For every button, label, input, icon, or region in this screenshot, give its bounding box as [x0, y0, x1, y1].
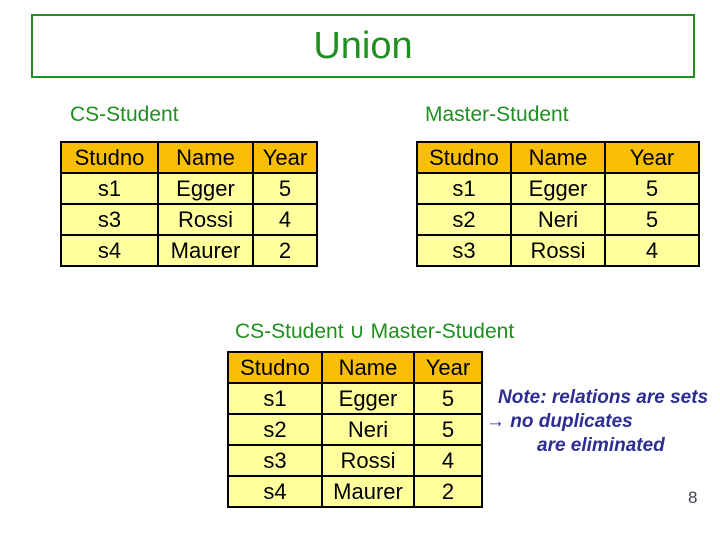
column-header-name: Name	[510, 141, 606, 174]
union-result-table: Studno Name Year s1 Egger 5 s2 Neri 5 s3…	[227, 351, 483, 508]
table-cell: s3	[60, 203, 159, 236]
table-row: s2 Neri 5	[416, 203, 700, 236]
table-cell: 4	[604, 234, 700, 267]
table-cell: Maurer	[321, 475, 415, 508]
column-header-year: Year	[604, 141, 700, 174]
table-cell: 4	[413, 444, 483, 477]
table-cell: s1	[60, 172, 159, 205]
master-student-table: Studno Name Year s1 Egger 5 s2 Neri 5 s3…	[416, 141, 700, 267]
table-cell: s3	[416, 234, 512, 267]
column-header-year: Year	[413, 351, 483, 384]
table-cell: Egger	[321, 382, 415, 415]
master-student-label: Master-Student	[425, 103, 569, 126]
column-header-studno: Studno	[60, 141, 159, 174]
table-cell: s2	[416, 203, 512, 236]
page-number: 8	[688, 488, 698, 507]
table-header-row: Studno Name Year	[227, 351, 483, 384]
table-cell: s2	[227, 413, 323, 446]
column-header-year: Year	[252, 141, 318, 174]
table-row: s3 Rossi 4	[227, 444, 483, 477]
table-cell: s4	[227, 475, 323, 508]
table-cell: Rossi	[510, 234, 606, 267]
table-cell: 5	[604, 203, 700, 236]
table-row: s3 Rossi 4	[416, 234, 700, 267]
table-cell: 2	[413, 475, 483, 508]
table-cell: s1	[227, 382, 323, 415]
table-row: s2 Neri 5	[227, 413, 483, 446]
table-row: s4 Maurer 2	[227, 475, 483, 508]
table-cell: 5	[413, 382, 483, 415]
table-row: s3 Rossi 4	[60, 203, 318, 236]
table-cell: s1	[416, 172, 512, 205]
table-cell: Neri	[510, 203, 606, 236]
table-row: s4 Maurer 2	[60, 234, 318, 267]
table-row: s1 Egger 5	[60, 172, 318, 205]
table-cell: Rossi	[157, 203, 254, 236]
table-header-row: Studno Name Year	[60, 141, 318, 174]
cs-student-table: Studno Name Year s1 Egger 5 s3 Rossi 4 s…	[60, 141, 318, 267]
slide-title: Union	[313, 25, 413, 67]
table-cell: 5	[252, 172, 318, 205]
table-cell: 5	[604, 172, 700, 205]
note-line-2: → no duplicates	[486, 411, 633, 432]
column-header-name: Name	[321, 351, 415, 384]
table-cell: Neri	[321, 413, 415, 446]
column-header-studno: Studno	[227, 351, 323, 384]
table-cell: 5	[413, 413, 483, 446]
table-header-row: Studno Name Year	[416, 141, 700, 174]
table-cell: s4	[60, 234, 159, 267]
table-cell: Egger	[510, 172, 606, 205]
table-cell: Maurer	[157, 234, 254, 267]
union-expression: CS-Student ∪ Master-Student	[235, 320, 515, 343]
note: Note: relations are sets → no duplicates…	[486, 386, 720, 458]
table-row: s1 Egger 5	[227, 382, 483, 415]
table-cell: s3	[227, 444, 323, 477]
column-header-studno: Studno	[416, 141, 512, 174]
column-header-name: Name	[157, 141, 254, 174]
note-line-1: Note: relations are sets	[498, 387, 709, 408]
slide-title-box: Union	[31, 14, 695, 78]
note-line-3: are eliminated	[537, 435, 665, 456]
table-cell: Egger	[157, 172, 254, 205]
cs-student-label: CS-Student	[70, 103, 179, 126]
table-cell: 4	[252, 203, 318, 236]
table-cell: 2	[252, 234, 318, 267]
table-row: s1 Egger 5	[416, 172, 700, 205]
table-cell: Rossi	[321, 444, 415, 477]
